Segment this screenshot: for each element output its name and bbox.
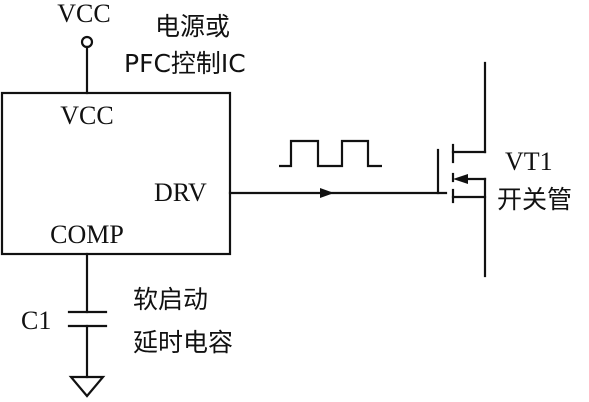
capacitor-desc-line2: 延时电容 bbox=[133, 328, 233, 357]
ic-title-line1: 电源或 bbox=[155, 12, 230, 41]
control-ic-box bbox=[0, 91, 232, 256]
mosfet-vt1-symbol bbox=[436, 61, 487, 278]
pin-comp-label: COMP bbox=[50, 220, 124, 249]
vcc-terminal-circle bbox=[80, 35, 94, 49]
capacitor-ref-label: C1 bbox=[21, 306, 51, 335]
capacitor-desc-line1: 软启动 bbox=[133, 285, 208, 314]
pwm-waveform-icon bbox=[279, 139, 382, 168]
pin-drv-label: DRV bbox=[154, 178, 207, 207]
transistor-ref-label: VT1 bbox=[505, 147, 553, 176]
mosfet-body-arrow bbox=[453, 174, 468, 184]
ground-icon bbox=[68, 375, 106, 398]
transistor-desc-label: 开关管 bbox=[497, 185, 572, 214]
signal-direction-arrow bbox=[320, 188, 334, 198]
ic-title-line2: PFC控制IC bbox=[124, 49, 246, 78]
vcc-supply-label: VCC bbox=[57, 0, 110, 28]
pin-vcc-label: VCC bbox=[60, 101, 113, 130]
